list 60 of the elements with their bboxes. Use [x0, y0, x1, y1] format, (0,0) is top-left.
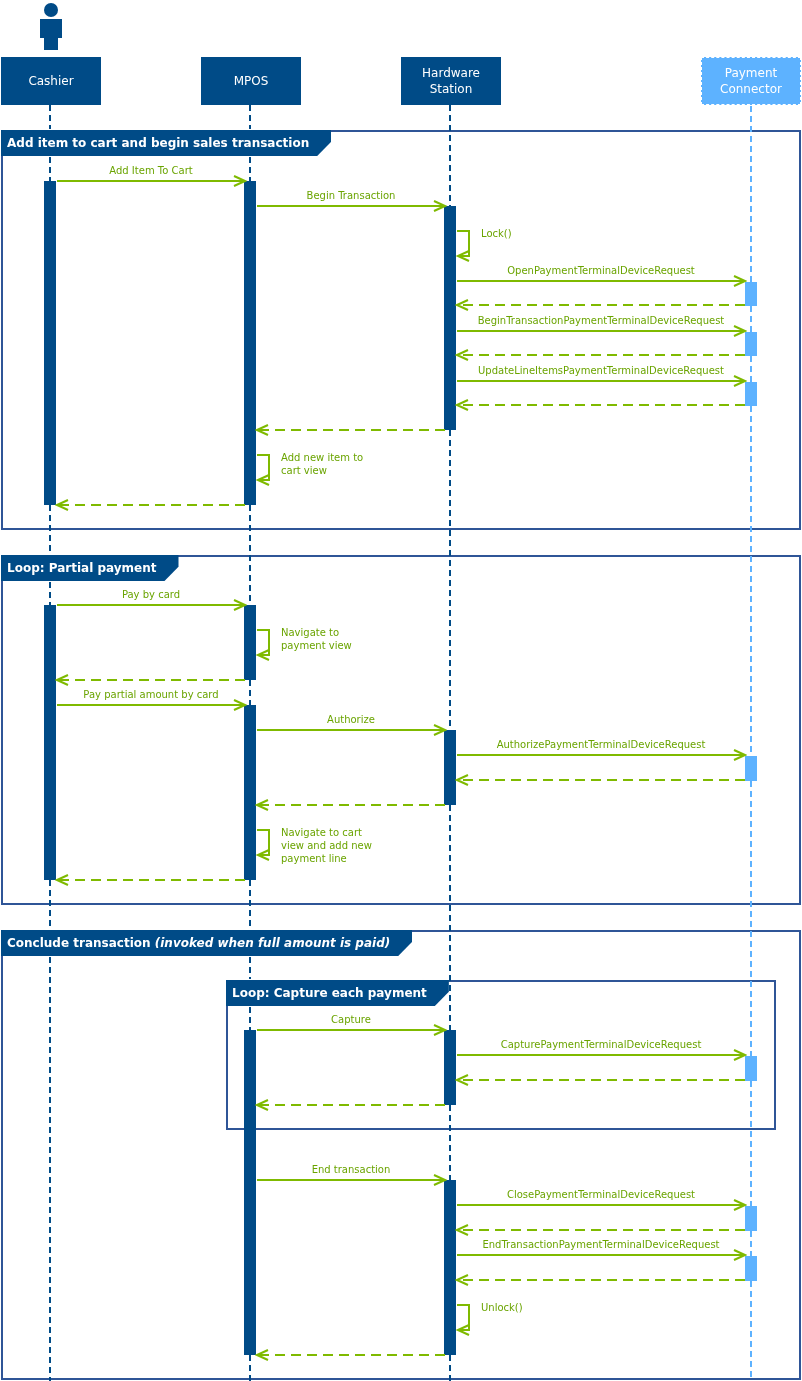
message-arrow — [456, 349, 746, 361]
message-arrow — [256, 1174, 446, 1186]
message-arrow — [256, 829, 270, 861]
message-label: Add new item to cart view — [281, 451, 365, 477]
message-label: Authorize — [327, 713, 375, 726]
message-label: Lock() — [481, 227, 512, 240]
message-label: End transaction — [311, 1163, 391, 1176]
message-label: UpdateLineItemsPaymentTerminalDeviceRequest — [478, 364, 724, 377]
message-label: CapturePaymentTerminalDeviceRequest — [500, 1038, 702, 1051]
message-label: AuthorizePaymentTerminalDeviceRequest — [496, 738, 706, 751]
fragment-label: Conclude transaction (invoked when full amount is paid) — [1, 930, 413, 956]
message-arrow — [456, 299, 746, 311]
message-arrow — [456, 1049, 746, 1061]
message-arrow — [56, 674, 246, 686]
message-label: Navigate to payment view — [281, 626, 353, 652]
message-arrow — [256, 724, 446, 736]
message-arrow — [256, 1099, 446, 1111]
participant-name: Hardware Station — [421, 65, 481, 97]
message-label: BeginTransactionPaymentTerminalDeviceRequest — [477, 314, 725, 327]
message-arrow — [256, 200, 446, 212]
message-arrow — [56, 499, 246, 511]
message-arrow — [456, 1224, 746, 1236]
message-arrow — [256, 424, 446, 436]
message-arrow — [456, 230, 470, 262]
fragment-label: Loop: Capture each payment — [226, 980, 449, 1006]
fragment-label: Add item to cart and begin sales transaction — [1, 130, 332, 156]
message-arrow — [256, 629, 270, 661]
message-arrow — [456, 1274, 746, 1286]
message-arrow — [56, 874, 246, 886]
message-arrow — [256, 1349, 446, 1361]
message-arrow — [456, 1199, 746, 1211]
participant-name: Cashier — [27, 73, 75, 89]
message-arrow — [456, 399, 746, 411]
message-arrow — [456, 1249, 746, 1261]
message-arrow — [456, 749, 746, 761]
message-arrow — [456, 275, 746, 287]
message-label: Begin Transaction — [306, 189, 396, 202]
message-arrow — [256, 799, 446, 811]
message-label: EndTransactionPaymentTerminalDeviceRequest — [482, 1238, 720, 1251]
message-label: ClosePaymentTerminalDeviceRequest — [506, 1188, 696, 1201]
participant-name: MPOS — [232, 73, 270, 89]
message-arrow — [456, 325, 746, 337]
participant-name: Payment Connector — [719, 65, 783, 97]
message-arrow — [456, 1074, 746, 1086]
message-arrow — [56, 175, 246, 187]
message-arrow — [56, 699, 246, 711]
message-label: Pay partial amount by card — [83, 688, 219, 701]
message-arrow — [456, 375, 746, 387]
message-label: Unlock() — [481, 1301, 523, 1314]
message-label: Pay by card — [121, 588, 181, 601]
message-arrow — [56, 599, 246, 611]
message-arrow — [256, 454, 270, 486]
fragment-label: Loop: Partial payment — [1, 555, 179, 581]
message-arrow — [456, 1304, 470, 1336]
message-label: Navigate to cart view and add new payment line — [281, 826, 373, 865]
message-label: OpenPaymentTerminalDeviceRequest — [507, 264, 695, 277]
message-label: Capture — [331, 1013, 371, 1026]
message-arrow — [256, 1024, 446, 1036]
message-arrow — [456, 774, 746, 786]
message-label: Add Item To Cart — [109, 164, 193, 177]
